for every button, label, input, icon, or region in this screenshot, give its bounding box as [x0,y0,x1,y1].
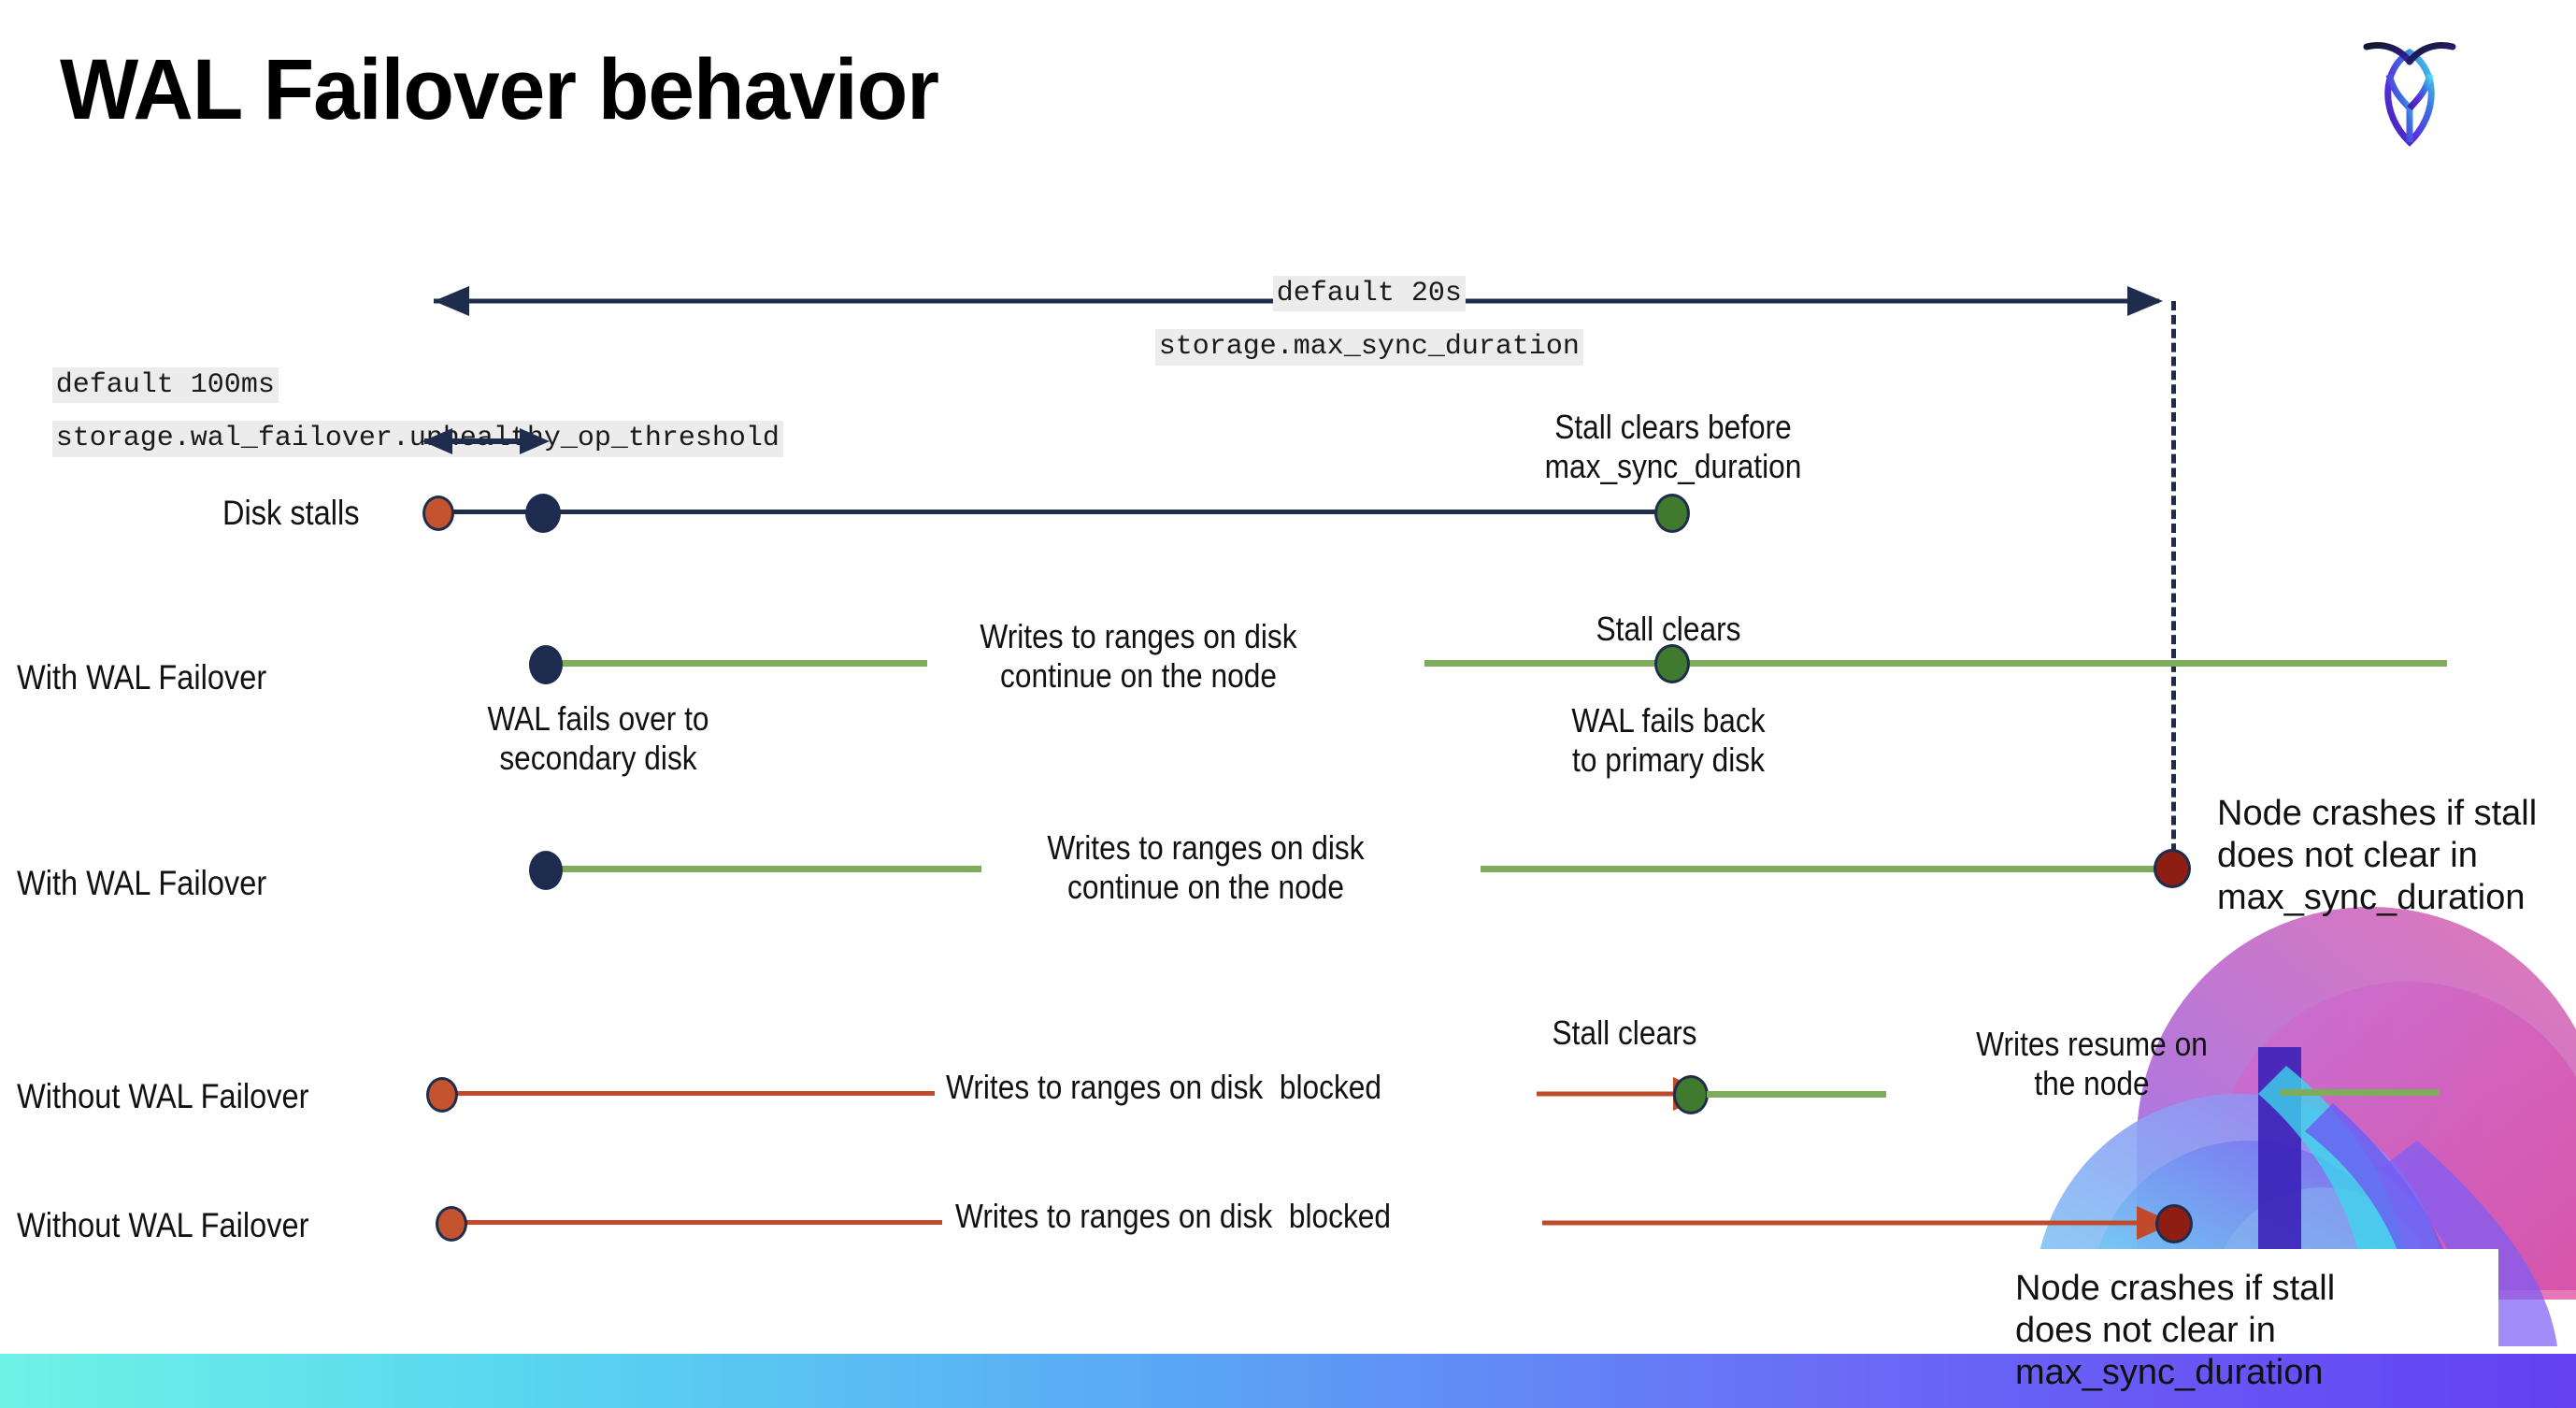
with-wal-failover-2-crash-dot [2154,849,2191,888]
with-wal-failover-2-failover-dot [529,851,563,890]
without-wal-failover-1-resume-segment [1707,1091,1886,1098]
without-wal-failover-1-resume-segment-tail [2281,1089,2440,1096]
without-wal-failover-1-clear-dot [1673,1075,1709,1114]
with-wal-failover-2-segment-a [544,866,981,872]
note-writes-resume: Writes resume on the node [1976,1025,2208,1102]
without-wal-failover-2-crash-arrow [1542,1206,2174,1240]
unhealthy-op-threshold-span-arrow [422,428,550,454]
with-wal-failover-1-segment-b [1424,660,2447,667]
max-sync-default-label: default 20s [1272,275,1466,312]
note-wal-fails-over: WAL fails over to secondary disk [487,699,709,777]
disk-stalls-timeline [436,510,1673,514]
with-wal-failover-1-segment-a [544,660,927,667]
without-wal-failover-1-blocked-line [447,1091,935,1096]
note-writes-continue-2: Writes to ranges on disk continue on the… [1047,828,1365,906]
row-label-with-wal-failover-1: With WAL Failover [17,658,267,697]
with-wal-failover-1-clear-dot [1654,644,1690,683]
with-wal-failover-1-failover-dot [529,645,563,684]
note-wal-fails-back: WAL fails back to primary disk [1571,701,1766,779]
with-wal-failover-2-segment-b [1481,866,2176,872]
without-wal-failover-2-blocked-line-a [456,1220,942,1225]
max-sync-setting-label: storage.max_sync_duration [1154,328,1583,366]
without-wal-failover-2-crash-dot [2155,1204,2193,1243]
note-node-crashes-1: Node crashes if stall does not clear in … [2217,794,2538,917]
bottom-gradient-bar [0,1354,2576,1408]
unhealthy-default-label: default 100ms [51,366,279,404]
note-writes-blocked-2: Writes to ranges on disk blocked [955,1197,1392,1235]
without-wal-failover-2-start-dot [436,1206,467,1242]
row-label-disk-stalls: Disk stalls [222,494,360,532]
disk-stalls-failover-dot [525,494,561,533]
row-label-without-wal-failover-2: Without WAL Failover [17,1206,309,1244]
note-writes-continue-1: Writes to ranges on disk continue on the… [980,617,1297,695]
unhealthy-setting-label: storage.wal_failover.unhealthy_op_thresh… [51,420,783,457]
disk-stalls-clear-dot [1654,494,1690,533]
row-label-without-wal-failover-1: Without WAL Failover [17,1077,309,1115]
max-sync-duration-deadline-guide [2171,301,2176,881]
without-wal-failover-1-start-dot [426,1077,458,1113]
note-stall-clears-2: Stall clears [1552,1013,1697,1052]
note-node-crashes-2: Node crashes if stall does not clear in … [2015,1269,2336,1392]
page-title: WAL Failover behavior [60,42,939,137]
disk-stalls-start-dot [422,496,454,531]
note-stall-clears-before-max-sync: Stall clears before max_sync_duration [1544,408,1802,485]
max-sync-duration-annotation: default 20s storage.max_sync_duration [1138,258,1583,382]
unhealthy-op-threshold-annotation: default 100ms storage.wal_failover.unhea… [36,350,783,474]
note-writes-blocked-1: Writes to ranges on disk blocked [946,1068,1382,1106]
row-label-with-wal-failover-2: With WAL Failover [17,864,267,902]
cockroach-labs-logo-icon [2354,24,2466,155]
note-stall-clears-1: Stall clears [1596,610,1741,648]
